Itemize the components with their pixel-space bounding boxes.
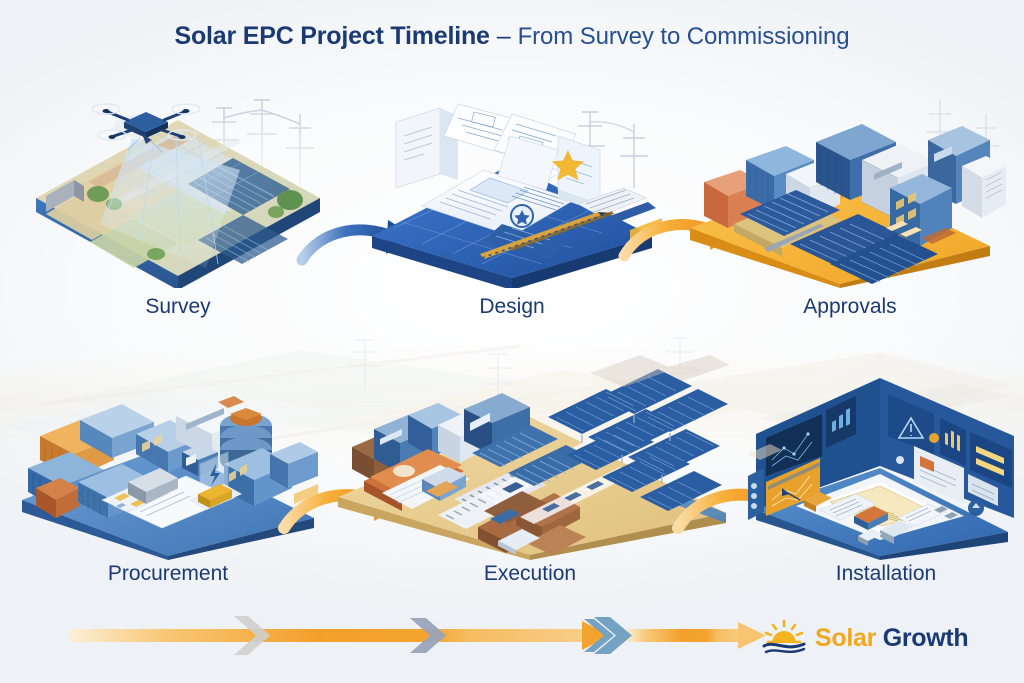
stage-label-approvals: Approvals (803, 295, 897, 318)
brand-logo: Solar Growth (762, 612, 1012, 664)
stage-survey[interactable] (28, 78, 328, 290)
sun-over-waves-icon (762, 619, 806, 654)
stage-label-design: Design (479, 295, 545, 318)
stage-label-survey: Survey (145, 295, 211, 318)
timeline-marker-2 (410, 618, 446, 653)
timeline-progress-bar[interactable] (70, 612, 770, 658)
stage-installation[interactable] (748, 360, 1024, 560)
logo-wordmark: Solar Growth (815, 623, 969, 653)
logo-word-growth: Growth (882, 623, 969, 652)
stage-label-procurement: Procurement (107, 562, 229, 585)
drone-survey-icon (36, 99, 320, 290)
stage-approvals[interactable] (690, 78, 1010, 288)
blueprint-documents-icon (372, 103, 662, 290)
stage-design[interactable] (362, 78, 662, 290)
title-subtitle: From Survey to Commissioning (517, 23, 850, 50)
equipment-yard-icon (690, 100, 1006, 288)
stage-label-execution: Execution (483, 562, 577, 585)
timeline-marker-1 (234, 616, 270, 655)
title-dash: – (489, 22, 518, 50)
logo-word-solar: Solar (815, 623, 877, 652)
stage-procurement[interactable] (18, 360, 318, 560)
drone-icon (91, 103, 201, 153)
shipping-containers-icon (22, 396, 318, 560)
stage-label-installation: Installation (835, 562, 937, 585)
construction-site-icon (338, 355, 730, 560)
page-title: Solar EPC Project Timeline – From Survey… (0, 22, 1024, 51)
title-main: Solar EPC Project Timeline (174, 22, 490, 50)
control-room-icon (748, 378, 1014, 560)
stage-execution[interactable] (330, 355, 730, 560)
approval-seal-icon (510, 204, 534, 228)
timeline-marker-3 (584, 617, 632, 654)
